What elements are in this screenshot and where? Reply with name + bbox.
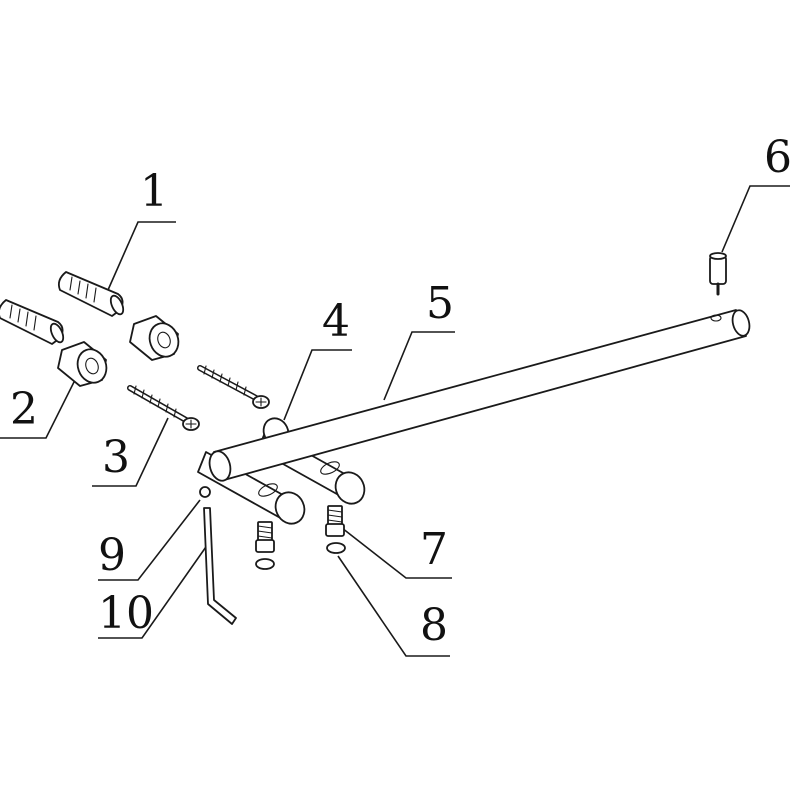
wall-anchor-plug-lower [0, 299, 65, 345]
leader-5 [383, 331, 455, 401]
washer-right [326, 542, 346, 554]
wood-screw-upper [197, 365, 270, 409]
callout-8: 8 [420, 600, 448, 651]
callout-6: 6 [764, 132, 792, 183]
leader-7 [341, 527, 452, 579]
leader-1 [107, 221, 176, 291]
spacer-sleeve-lower [57, 341, 108, 387]
ball-end-cap [199, 486, 211, 498]
callout-9: 9 [98, 530, 126, 581]
callout-2: 2 [10, 384, 38, 435]
leader-3 [92, 417, 169, 487]
leader-4 [283, 349, 352, 421]
washer-left [255, 558, 275, 570]
towel-bar [208, 309, 751, 482]
callout-1: 1 [140, 166, 168, 217]
callout-4: 4 [322, 296, 350, 347]
socket-set-screw-left [255, 521, 275, 553]
callout-labels: 1 2 3 4 5 6 7 8 9 10 [10, 132, 792, 651]
socket-set-screw-right [325, 505, 345, 537]
callout-5: 5 [426, 278, 454, 329]
leader-lines [0, 185, 790, 657]
wall-anchor-plug-upper [57, 271, 125, 317]
wood-screw-lower [127, 385, 200, 431]
leader-9 [98, 499, 201, 581]
callout-3: 3 [102, 432, 130, 483]
leader-8 [337, 555, 450, 657]
callout-10: 10 [98, 588, 154, 639]
leader-6 [721, 185, 790, 253]
leader-10 [98, 543, 209, 639]
spacer-sleeve-upper [129, 315, 180, 361]
hex-key [203, 507, 237, 625]
end-cap [709, 252, 727, 296]
callout-7: 7 [420, 524, 448, 575]
leader-2 [0, 373, 79, 439]
